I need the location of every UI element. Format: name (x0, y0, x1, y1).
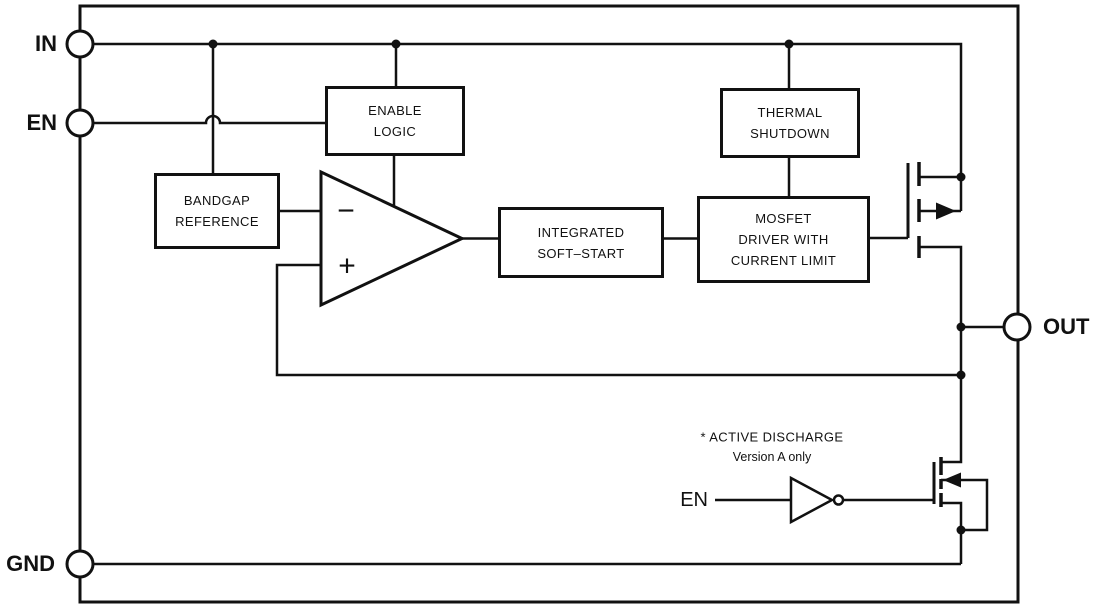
thermal-shutdown-block: THERMAL SHUTDOWN (720, 88, 860, 158)
pass-fet-source-wire (919, 245, 963, 464)
discharge-fet-body-wire (941, 478, 989, 532)
pmos-pass-transistor (906, 162, 963, 464)
junction-dot (208, 39, 218, 49)
amp-noninverting-input-symbol: + (338, 250, 356, 283)
junction-dot (956, 370, 966, 380)
chip-boundary (78, 4, 1020, 604)
mosfet-driver-block: MOSFET DRIVER WITH CURRENT LIMIT (697, 196, 870, 283)
amp-inverting-input-symbol: − (337, 195, 355, 228)
discharge-fet-source-wire (941, 501, 963, 564)
inverter-en-label: EN (680, 489, 708, 511)
inverter-bubble-icon (832, 494, 845, 506)
in-pin-circle (65, 29, 95, 59)
enable-logic-block: ENABLE LOGIC (325, 86, 465, 156)
pass-fet-body-arrow (936, 202, 956, 220)
enable-logic-label-1: ENABLE (368, 103, 422, 118)
soft-start-label-1: INTEGRATED (537, 224, 625, 240)
soft-start-label-2: SOFT–START (537, 245, 625, 261)
active-discharge-version-note: Version A only (732, 450, 812, 464)
mosfet-driver-label-2: DRIVER WITH (738, 232, 829, 247)
bandgap-label-2: REFERENCE (175, 214, 259, 229)
en-pin-label: EN (26, 110, 57, 135)
en-pin-circle (65, 108, 95, 138)
in-rail-wire (93, 42, 963, 211)
junction-dot (956, 172, 966, 182)
discharge-nmos-transistor (932, 457, 989, 564)
out-pin-label: OUT (1043, 314, 1090, 339)
gnd-pin-circle (65, 549, 95, 579)
thermal-shutdown-label-1: THERMAL (757, 105, 823, 120)
bandgap-reference-block: BANDGAP REFERENCE (154, 173, 280, 249)
mosfet-driver-label-3: CURRENT LIMIT (730, 253, 837, 268)
inverter-triangle (789, 475, 835, 525)
bandgap-label-1: BANDGAP (183, 193, 251, 208)
enable-logic-label-2: LOGIC (373, 124, 417, 139)
gnd-pin-label: GND (6, 551, 55, 576)
in-pin-label: IN (35, 31, 57, 56)
discharge-fet-body-arrow (943, 472, 961, 488)
feedback-wire (275, 263, 961, 377)
junction-dot (784, 39, 794, 49)
junction-dot (956, 525, 966, 535)
out-pin-circle (1002, 312, 1032, 342)
soft-start-block: INTEGRATED SOFT–START (498, 207, 664, 278)
en-wire (93, 114, 325, 125)
mosfet-driver-label-1: MOSFET (755, 211, 812, 226)
active-discharge-note: * ACTIVE DISCHARGE (700, 429, 844, 445)
junction-dot (391, 39, 401, 49)
error-amplifier-triangle (319, 169, 466, 308)
junction-dot (956, 322, 966, 332)
thermal-shutdown-label-2: SHUTDOWN (750, 126, 830, 141)
